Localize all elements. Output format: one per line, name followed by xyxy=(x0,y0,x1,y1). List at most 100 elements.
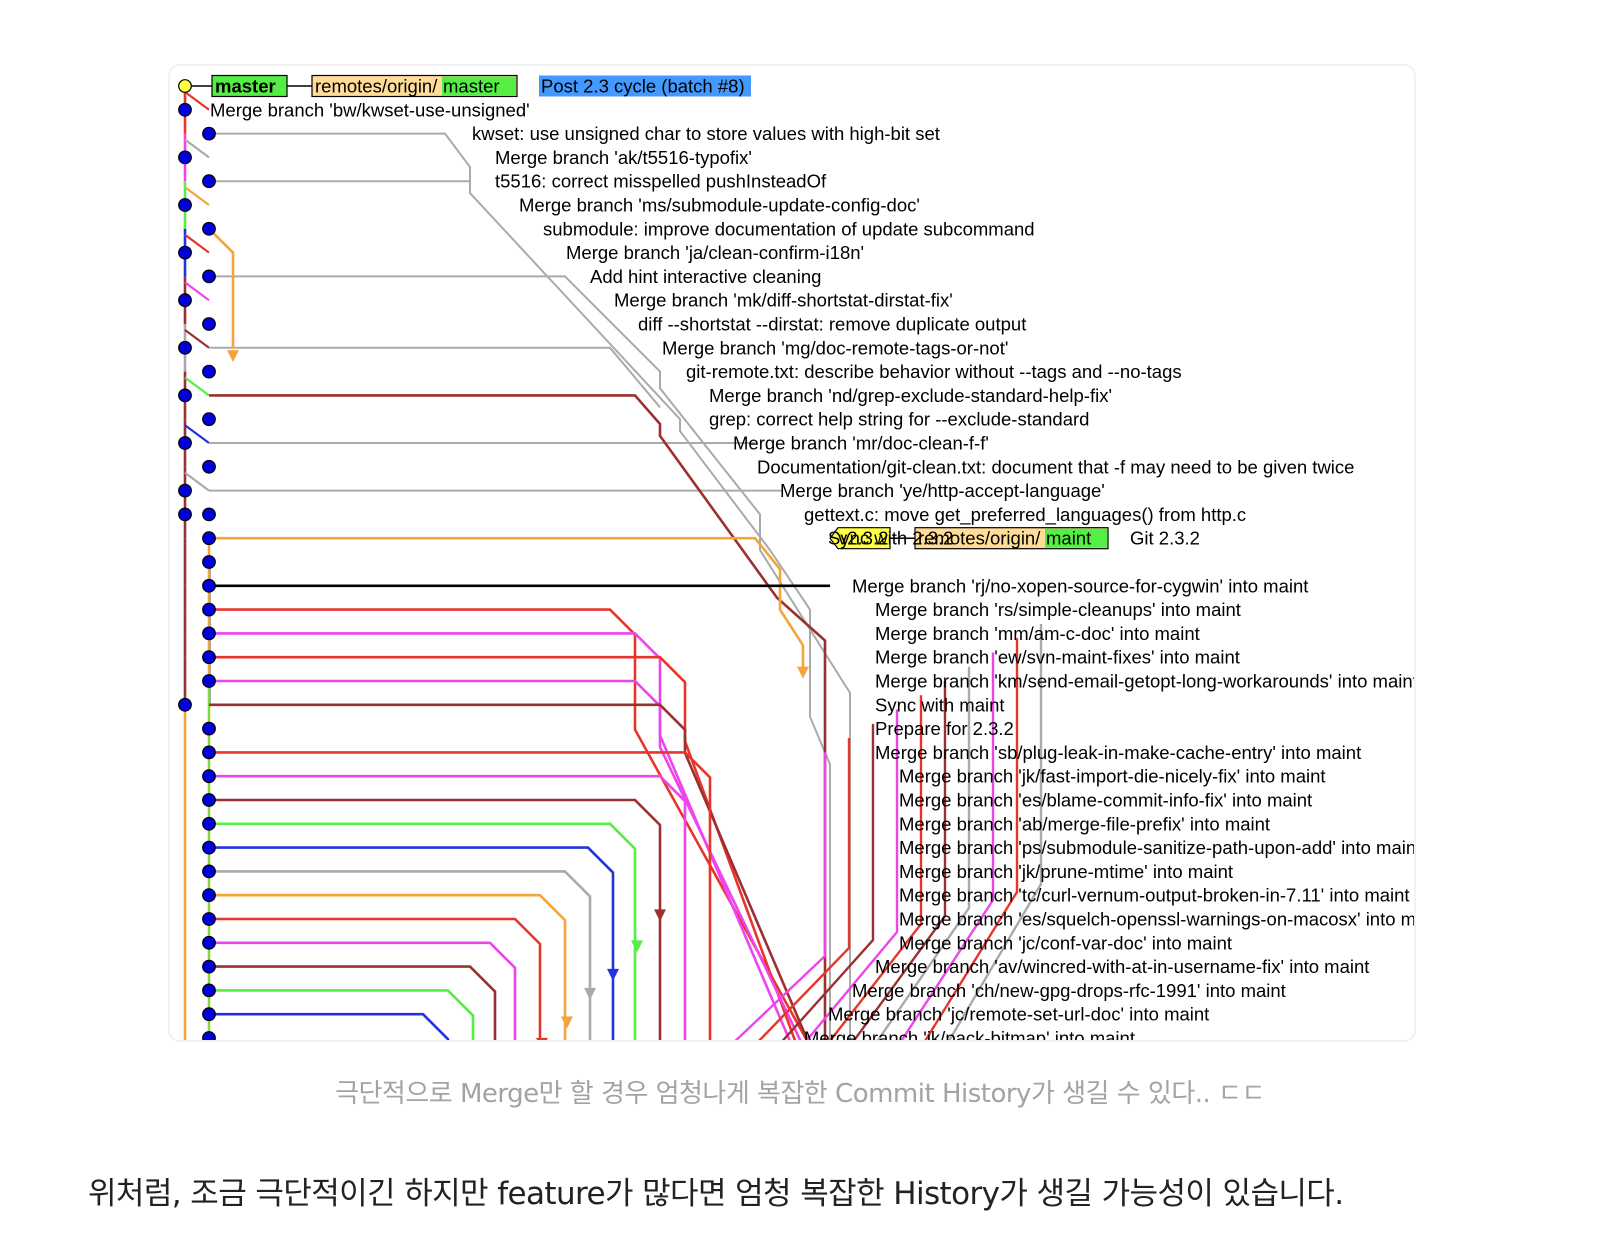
commit-message: Merge branch 'es/squelch-openssl-warning… xyxy=(899,909,1416,930)
commit-graph-figure: master remotes/origin/master Post 2.3 cycl… xyxy=(168,64,1416,1042)
release-tag-text: v2.3.2 xyxy=(838,528,888,549)
commit-dot xyxy=(202,864,216,879)
commit-message: Merge branch 'mg/doc-remote-tags-or-not' xyxy=(662,337,1008,358)
tag-label-text: Post 2.3 cycle (batch #8) xyxy=(541,76,745,97)
commit-message: Prepare for 2.3.2 xyxy=(875,718,1014,739)
commit-dot xyxy=(202,816,216,831)
branch-arrowhead xyxy=(584,987,596,1000)
commit-dot xyxy=(202,626,216,641)
side-branch-link xyxy=(184,424,210,444)
commit-message: Add hint interactive cleaning xyxy=(590,266,821,287)
commit-dot xyxy=(202,840,216,855)
commit-dot xyxy=(202,269,216,284)
commit-dot xyxy=(178,102,192,117)
commit-message: Merge branch 'ak/t5516-typofix' xyxy=(495,147,752,168)
remote-label-branch: master xyxy=(443,76,500,97)
head-commit-dot xyxy=(178,79,192,93)
branch-arrowhead xyxy=(561,1016,573,1029)
side-branch-link xyxy=(184,281,210,302)
fan-line xyxy=(781,723,875,1040)
maint-merge-line xyxy=(209,870,592,1040)
commit-message: Merge branch 'jk/fast-import-die-nicely-… xyxy=(899,766,1326,787)
commit-dot xyxy=(202,578,216,593)
darkred-branch-line xyxy=(209,394,827,1040)
commit-message: grep: correct help string for --exclude-… xyxy=(709,409,1089,430)
commit-message: Merge branch 'jc/conf-var-doc' into main… xyxy=(899,932,1232,953)
commit-dot xyxy=(202,364,216,379)
commit-message: Merge branch 'mm/am-c-doc' into maint xyxy=(875,623,1200,644)
commit-message: Merge branch 'bw/kwset-use-unsigned' xyxy=(210,99,530,120)
figure-caption: 극단적으로 Merge만 할 경우 엄청나게 복잡한 Commit Histor… xyxy=(335,1079,1265,1109)
branch-label-master: master xyxy=(215,76,276,97)
fan-line xyxy=(900,652,995,1040)
commit-message: Merge branch 'nd/grep-exclude-standard-h… xyxy=(709,385,1112,406)
commit-message: Sync with 2.3.2 xyxy=(828,528,953,549)
orange-branch-line xyxy=(209,536,805,672)
commit-dot xyxy=(202,769,216,784)
commit-dot xyxy=(202,555,216,569)
gray-branch-line xyxy=(209,346,661,408)
commit-message: submodule: improve documentation of upda… xyxy=(543,218,1035,239)
commit-message: Merge branch 'mk/diff-shortstat-dirstat-… xyxy=(614,290,953,311)
maint-merge-line xyxy=(209,822,637,1040)
commit-dot xyxy=(202,317,216,331)
side-branch-link xyxy=(184,376,210,397)
commit-dot xyxy=(202,602,216,617)
commit-message: Merge branch 'av/wincred-with-at-in-user… xyxy=(875,956,1369,977)
branch-arrowhead xyxy=(631,940,643,953)
commit-message: git-remote.txt: describe behavior withou… xyxy=(686,361,1182,382)
commit-dot xyxy=(202,793,216,807)
commit-message: kwset: use unsigned char to store values… xyxy=(472,123,940,144)
commit-message: t5516: correct misspelled pushInsteadOf xyxy=(495,171,827,192)
maint-merge-line xyxy=(209,798,662,1040)
commit-message: Merge branch 'mr/doc-clean-f-f' xyxy=(733,433,989,454)
commit-dot xyxy=(202,745,216,760)
commit-message: Merge branch 'tc/curl-vernum-output-brok… xyxy=(899,885,1410,906)
maint-merge-line xyxy=(209,774,687,1040)
orange-arrowhead xyxy=(227,350,239,363)
maint-merge-line xyxy=(209,989,475,1040)
commit-dot xyxy=(202,983,216,998)
commit-dot xyxy=(202,531,216,546)
body-paragraph: 위처럼, 조금 극단적이긴 하지만 feature가 많다면 엄청 복잡한 Hi… xyxy=(88,1176,1344,1212)
fan-line xyxy=(829,695,923,1040)
commit-dot xyxy=(178,340,192,355)
commit-dot xyxy=(202,912,216,926)
commit-dot xyxy=(178,388,192,403)
commit-message: Merge branch 'ps/submodule-sanitize-path… xyxy=(899,837,1416,858)
maint-merge-line xyxy=(209,917,542,1040)
commit-dot xyxy=(178,198,192,212)
commit-dot xyxy=(202,959,216,974)
commit-dot xyxy=(178,697,192,712)
tag-label-box xyxy=(539,75,751,97)
commit-dot xyxy=(202,221,216,236)
commit-message: Sync with maint xyxy=(875,694,1005,715)
commit-message: Merge branch 'ja/clean-confirm-i18n' xyxy=(566,242,864,263)
commit-message: Merge branch 'rs/simple-cleanups' into m… xyxy=(875,599,1241,620)
maint-merge-line xyxy=(209,893,567,1040)
side-branch-link xyxy=(184,471,210,492)
commit-dot xyxy=(178,436,192,450)
commit-dot xyxy=(178,245,192,260)
commit-graph: master remotes/origin/master Post 2.3 cycl… xyxy=(178,74,1416,1040)
remote-maint-branch: maint xyxy=(1046,528,1091,549)
fan-line xyxy=(734,752,827,1040)
release-message: Git 2.3.2 xyxy=(1130,528,1200,549)
commit-message: Merge branch 'ye/http-accept-language' xyxy=(780,480,1105,501)
side-branch-link xyxy=(184,329,210,349)
side-branch-link xyxy=(184,233,210,254)
maint-merge-line xyxy=(209,846,615,1040)
maint-merge-line xyxy=(209,1012,450,1040)
commit-message: Merge branch 'jk/prune-mtime' into maint xyxy=(899,861,1233,882)
commit-dot xyxy=(202,888,216,903)
branch-arrowhead xyxy=(607,968,619,981)
maint-merge-line xyxy=(209,679,802,1040)
maint-merge-line xyxy=(209,608,809,1040)
remote-maint-prefix: remotes/origin/ xyxy=(918,528,1041,549)
side-branch-link xyxy=(184,91,210,111)
commit-message: Documentation/git-clean.txt: document th… xyxy=(757,456,1354,477)
remote-branch-highlight xyxy=(442,76,516,96)
maint-merge-line xyxy=(209,751,712,1040)
orange-arrowhead xyxy=(797,666,809,679)
commit-message: diff --shortstat --dirstat: remove dupli… xyxy=(638,314,1026,335)
